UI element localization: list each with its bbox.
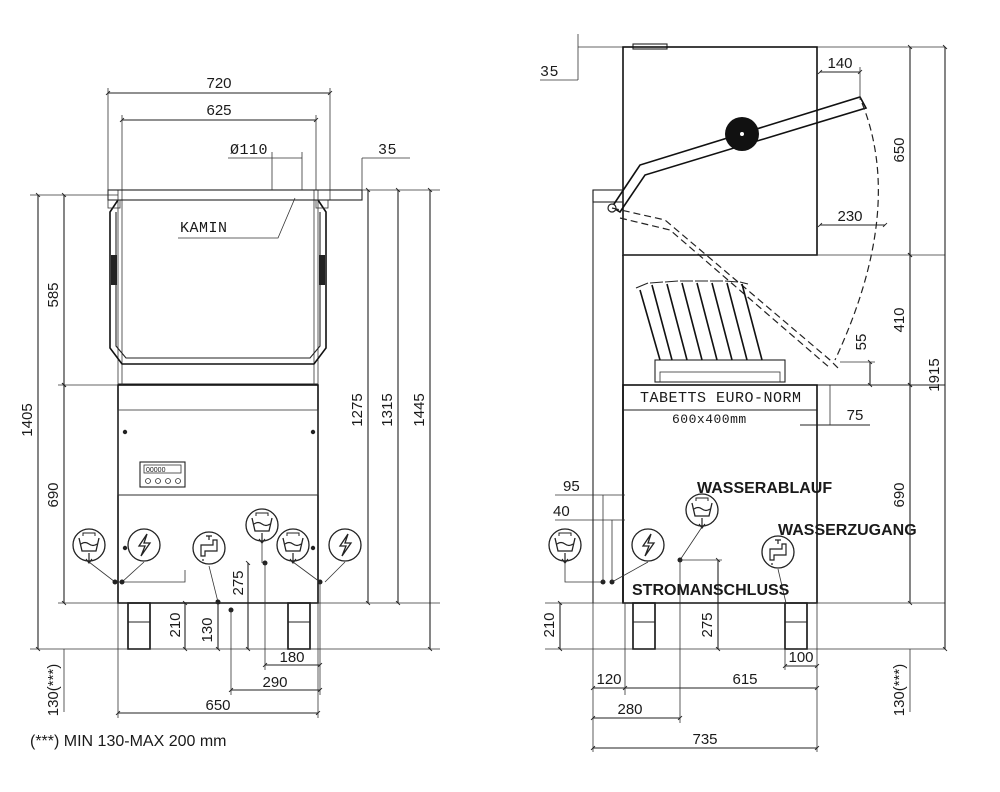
dim-585: 585 (45, 282, 62, 307)
front-body (117, 384, 319, 604)
side-dim-35: 35 (540, 64, 559, 81)
side-dim-40: 40 (553, 503, 570, 520)
drain-icon (685, 493, 719, 529)
side-dim-120: 120 (596, 671, 621, 688)
dim-130: 130 (199, 617, 216, 642)
side-dim-275: 275 (699, 612, 716, 637)
hood-arm-open (610, 96, 868, 214)
display-text: 00000 (146, 467, 166, 474)
hood-arm-closed (611, 207, 841, 371)
kamin-bar (107, 189, 363, 201)
side-dim-75: 75 (847, 407, 864, 424)
side-upper-cabinet (622, 46, 818, 256)
side-dim-650: 650 (891, 137, 908, 162)
dim-275: 275 (230, 570, 247, 595)
side-leg-left (632, 602, 656, 650)
dim-35: 35 (378, 142, 397, 159)
handle-grip-left (111, 255, 117, 285)
handle-grip-right (319, 255, 325, 285)
dim-290: 290 (262, 674, 287, 691)
dim-625: 625 (206, 102, 231, 119)
dim-180: 180 (279, 649, 304, 666)
footnote: (***) MIN 130-MAX 200 mm (30, 733, 227, 750)
side-dim-615: 615 (732, 671, 757, 688)
side-dim-280: 280 (617, 701, 642, 718)
side-dim-130-note: 130(***) (891, 664, 908, 717)
side-dim-735: 735 (692, 731, 717, 748)
side-dim-690: 690 (891, 482, 908, 507)
dim-1315: 1315 (379, 393, 396, 426)
power-label: STROMANSCHLUSS (632, 582, 790, 599)
dim-1275: 1275 (349, 393, 366, 426)
drain-icon (548, 528, 582, 564)
hood-handle (109, 199, 327, 365)
water-label: WASSERZUGANG (778, 522, 917, 539)
dim-650: 650 (205, 697, 230, 714)
dim-720: 720 (206, 75, 231, 92)
dim-130-note: 130(***) (45, 664, 62, 717)
side-view: 35 TABETTS EURO-NORM 600x400mm (540, 34, 948, 752)
tray-label: TABETTS EURO-NORM (640, 390, 802, 407)
control-display (139, 461, 186, 488)
side-dim-140: 140 (827, 55, 852, 72)
side-dim-55: 55 (853, 334, 870, 351)
water-tap-icon (761, 535, 795, 569)
power-icon (127, 528, 161, 562)
front-view: 00000 (19, 75, 440, 718)
control-panel (117, 409, 319, 496)
power-icon (328, 528, 362, 562)
tray-size: 600x400mm (672, 412, 747, 427)
drain-label: WASSERABLAUF (697, 480, 832, 497)
drain-icon (276, 528, 310, 564)
dim-690: 690 (45, 482, 62, 507)
hood-swing-arc (834, 102, 879, 361)
drain-icon (245, 508, 279, 544)
front-leg-left (127, 602, 151, 650)
side-dim-1915: 1915 (926, 358, 943, 391)
dim-1445: 1445 (411, 393, 428, 426)
front-leg-right (287, 602, 311, 650)
power-icon (631, 528, 665, 562)
dim-1405: 1405 (19, 403, 36, 436)
kamin-label: KAMIN (180, 220, 228, 237)
side-leg-right (784, 602, 808, 650)
side-dim-410: 410 (891, 307, 908, 332)
drain-icon (72, 528, 106, 564)
water-tap-icon (192, 531, 226, 565)
side-dim-100: 100 (788, 649, 813, 666)
dim-210: 210 (167, 612, 184, 637)
side-dim-95: 95 (563, 478, 580, 495)
side-dim-230: 230 (837, 208, 862, 225)
dish-rack (635, 280, 786, 383)
dim-diameter-110: Ø110 (230, 142, 268, 159)
side-dim-210: 210 (541, 612, 558, 637)
